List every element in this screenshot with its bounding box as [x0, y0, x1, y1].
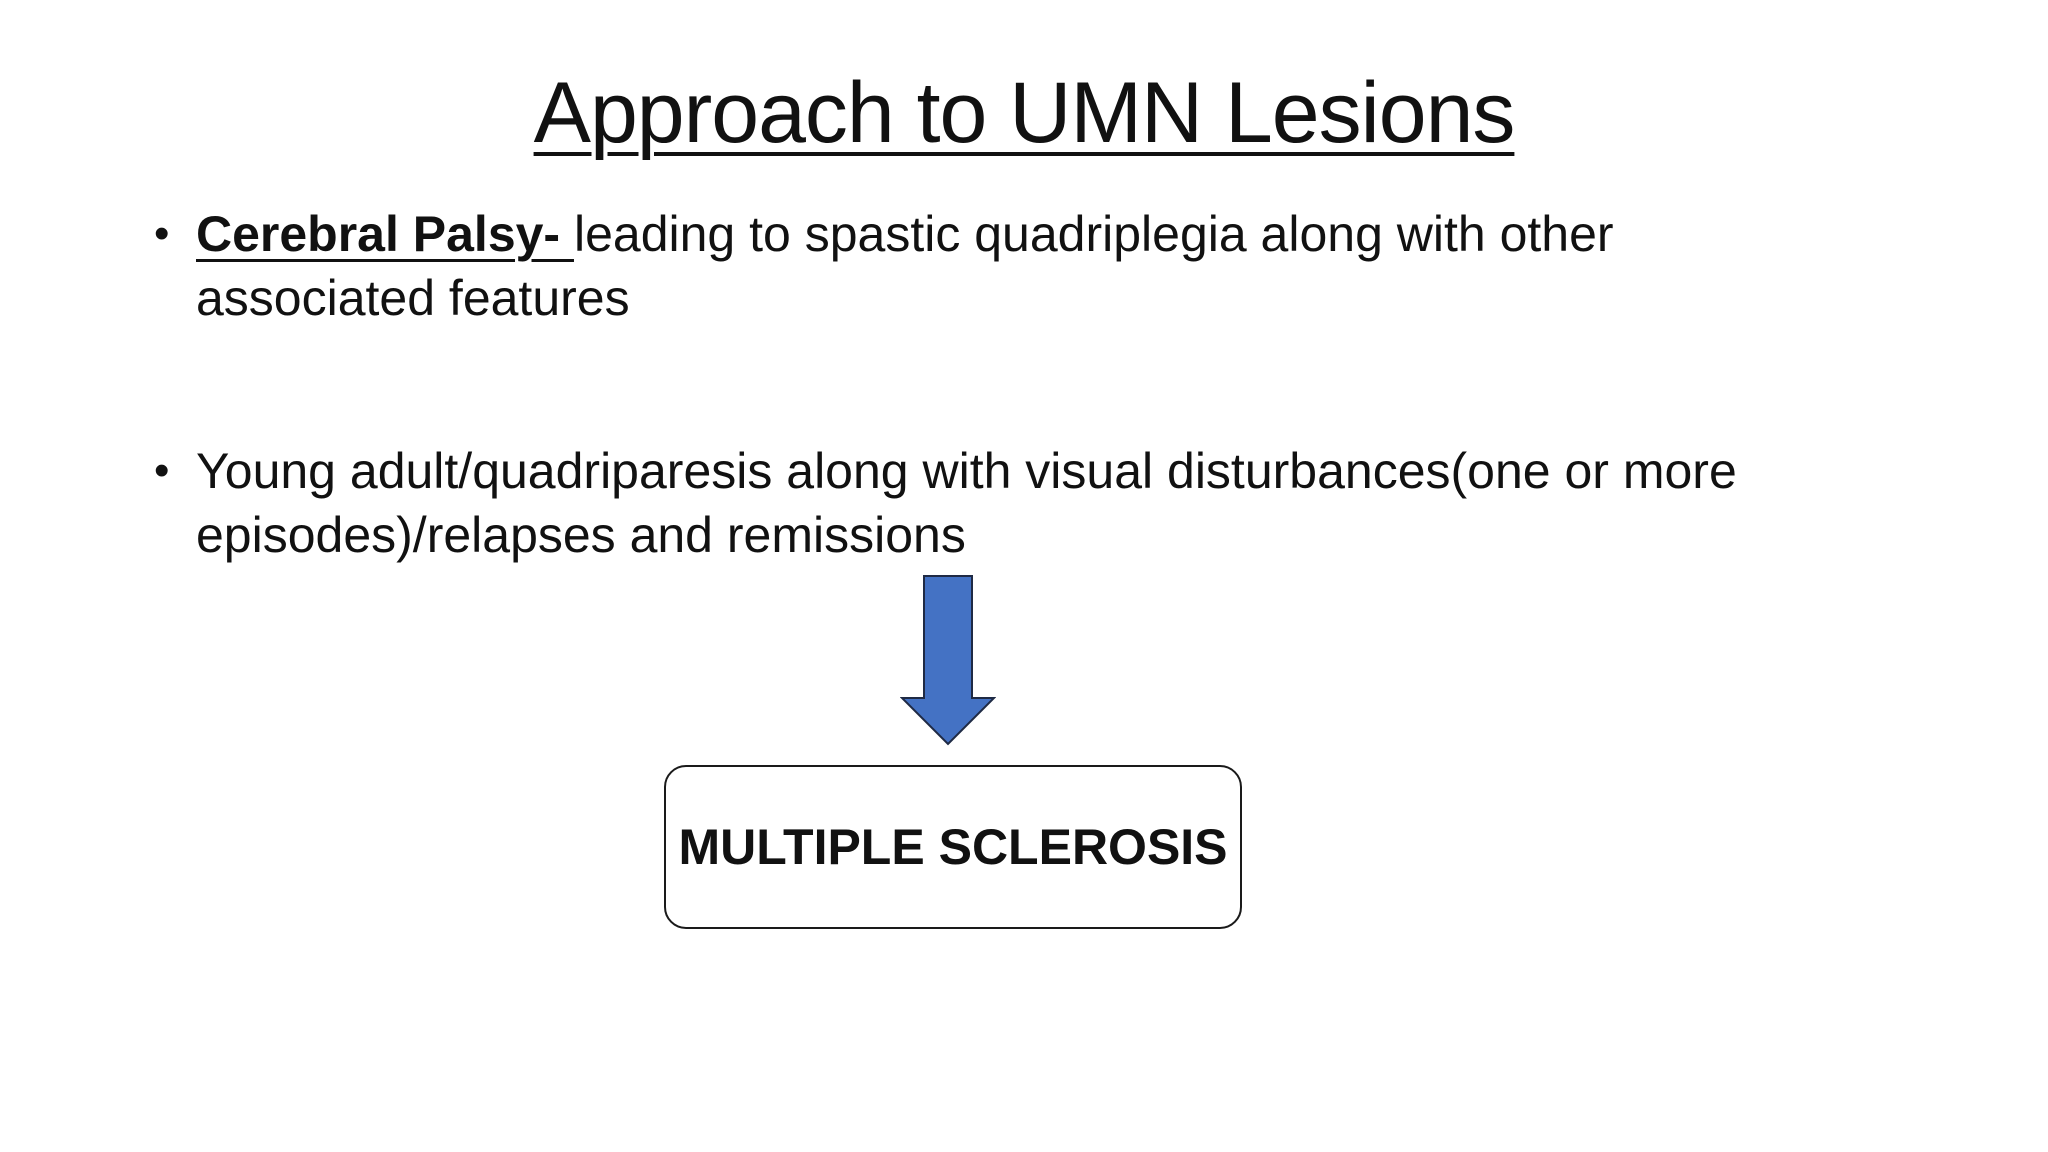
bullet-dot-icon: •	[154, 446, 170, 495]
bullet-young-adult: • Young adult/quadriparesis along with v…	[154, 439, 1794, 567]
slide-title: Approach to UMN Lesions	[0, 58, 2048, 168]
multiple-sclerosis-box: MULTIPLE SCLEROSIS	[664, 765, 1242, 929]
bullet-body: leading to spastic quadriplegia along wi…	[196, 206, 1614, 326]
result-box-label: MULTIPLE SCLEROSIS	[678, 819, 1228, 875]
down-arrow-shape	[900, 575, 996, 746]
bullet-text: Cerebral Palsy- leading to spastic quadr…	[196, 202, 1794, 330]
bullet-dot-icon: •	[154, 209, 170, 258]
bullet-text: Young adult/quadriparesis along with vis…	[196, 443, 1737, 563]
slide-title-text: Approach to UMN Lesions	[533, 65, 1516, 161]
down-arrow-icon	[900, 575, 996, 746]
bullet-cerebral-palsy: • Cerebral Palsy- leading to spastic qua…	[154, 202, 1794, 330]
bullet-lead: Cerebral Palsy-	[196, 206, 574, 262]
